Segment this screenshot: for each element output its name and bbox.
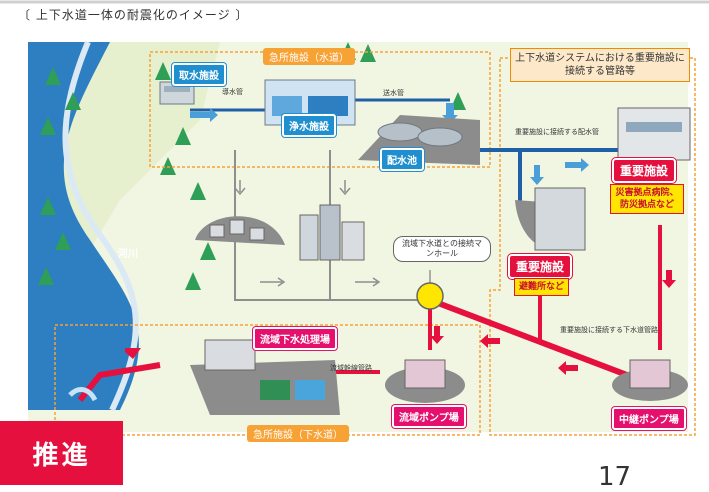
urgent-sewer-label: 急所施設（下水道） [247, 425, 349, 442]
river-outfall [68, 387, 98, 402]
disaster-base-label: 災害拠点病院、防災拠点など [610, 184, 684, 214]
important-facility-1 [617, 107, 691, 161]
system-note: 上下水道システムにおける重要施設に接続する管路等 [510, 48, 690, 82]
manhole-callout: 流域下水道との接続マンホール [393, 236, 491, 262]
evacuation-label: 避難所など [514, 278, 570, 296]
residential-houses [195, 216, 285, 245]
pump-station [385, 359, 465, 403]
treatment-label: 流域下水処理場 [253, 327, 337, 350]
pipe-connect-label: 重要施設に接続する配水管 [515, 128, 599, 136]
sewer-pipe-label: 重要施設に接続する下水道管路 [560, 326, 658, 334]
sewage-treatment-plant [190, 339, 340, 415]
relay-pump-station [612, 359, 688, 401]
system-zone [489, 57, 696, 436]
page-title: 〔 上下水道一体の耐震化のイメージ 〕 [18, 8, 249, 22]
important-facility-label-1: 重要施設 [612, 158, 677, 183]
pump-station-label: 流域ポンプ場 [392, 405, 466, 428]
important-facility-2 [515, 187, 586, 251]
connection-manhole [416, 282, 444, 310]
purification-plant [264, 79, 356, 126]
intake-label: 取水施設 [172, 63, 226, 86]
river-label: 河川 [118, 249, 138, 260]
purification-label: 浄水施設 [282, 114, 336, 137]
feed-water-pipe-label: 送水管 [383, 89, 404, 97]
raw-water-pipe-label: 導水管 [222, 88, 243, 96]
promotion-badge: 推進 [0, 421, 123, 485]
urgent-water-label: 急所施設（水道） [263, 48, 355, 65]
river [28, 42, 139, 410]
important-facility-label-2: 重要施設 [508, 254, 573, 279]
city-buildings [299, 204, 365, 261]
distribution-label: 配水池 [380, 148, 424, 171]
relay-pump-label: 中継ポンプ場 [612, 407, 686, 430]
trunk-pipe-label: 流域幹線管路 [330, 364, 372, 372]
